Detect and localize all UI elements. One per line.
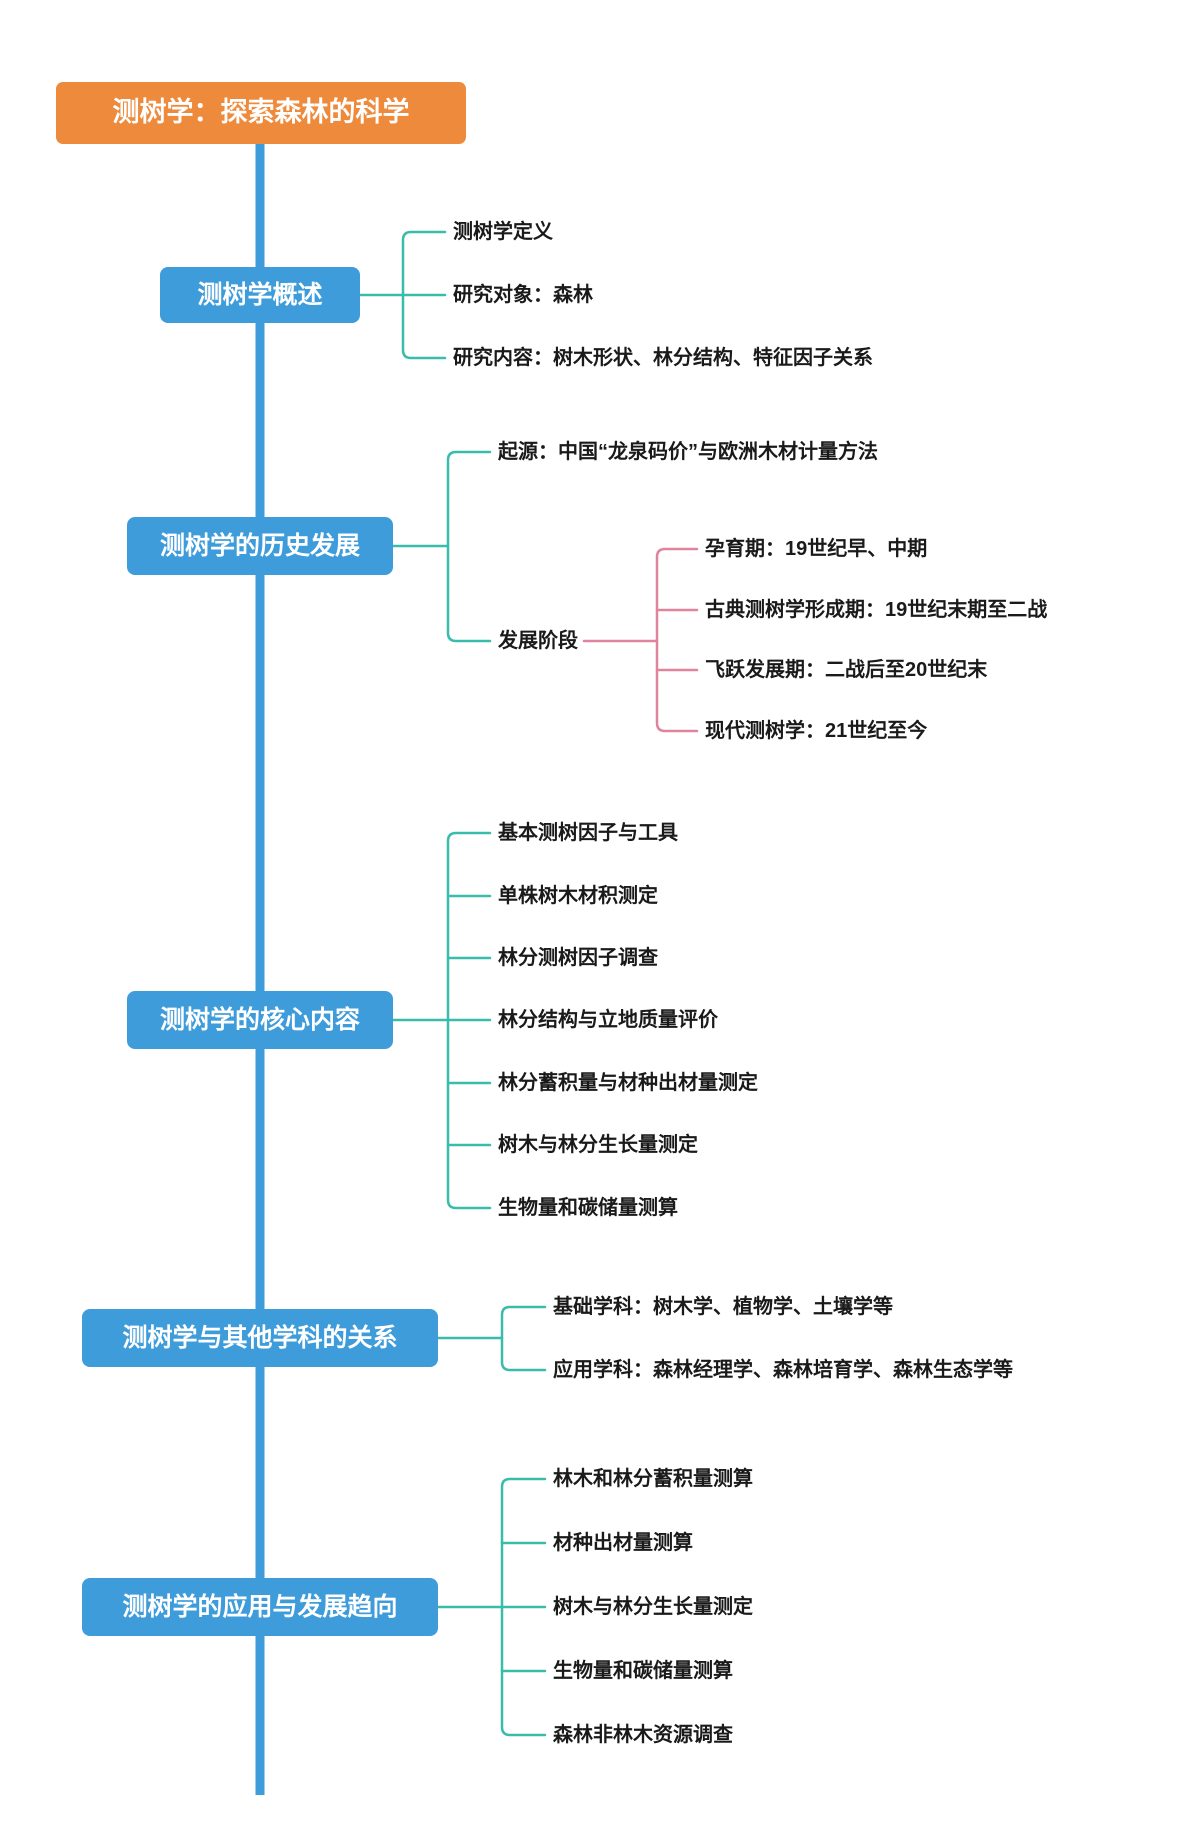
- topic-overview[interactable]: 测树学概述: [160, 267, 360, 323]
- subtopic[interactable]: 孕育期：19世纪早、中期: [705, 538, 928, 560]
- subtopic[interactable]: 林分蓄积量与材种出材量测定: [498, 1072, 758, 1094]
- subtopic[interactable]: 飞跃发展期：二战后至20世纪末: [705, 659, 988, 681]
- subtopic[interactable]: 单株树木材积测定: [498, 885, 658, 907]
- subtopic[interactable]: 生物量和碳储量测算: [553, 1660, 733, 1682]
- connector-history: [391, 450, 492, 643]
- subtopic[interactable]: 古典测树学形成期：19世纪末期至二战: [705, 599, 1048, 621]
- subtopic[interactable]: 林分测树因子调查: [498, 947, 658, 969]
- connector-overview: [358, 230, 447, 360]
- subtopic[interactable]: 树木与林分生长量测定: [498, 1134, 698, 1156]
- connector-relations: [436, 1305, 547, 1372]
- subtopic[interactable]: 现代测树学：21世纪至今: [705, 720, 928, 742]
- connector-application: [436, 1477, 547, 1737]
- subtopic[interactable]: 树木与林分生长量测定: [553, 1596, 753, 1618]
- subtopic[interactable]: 研究对象：森林: [453, 284, 593, 306]
- subtopic[interactable]: 研究内容：树木形状、林分结构、特征因子关系: [453, 347, 873, 369]
- topic-relations[interactable]: 测树学与其他学科的关系: [82, 1309, 438, 1367]
- subtopic[interactable]: 森林非林木资源调查: [553, 1724, 733, 1746]
- subtopic[interactable]: 起源：中国“龙泉码价”与欧洲木材计量方法: [498, 441, 878, 463]
- connector-core: [391, 831, 492, 1210]
- subtopic[interactable]: 应用学科：森林经理学、森林培育学、森林生态学等: [553, 1359, 1013, 1381]
- topic-history[interactable]: 测树学的历史发展: [127, 517, 393, 575]
- subtopic-stages[interactable]: 发展阶段: [498, 630, 578, 652]
- subtopic[interactable]: 测树学定义: [453, 221, 553, 243]
- subtopic[interactable]: 材种出材量测算: [553, 1532, 693, 1554]
- subtopic[interactable]: 林木和林分蓄积量测算: [553, 1468, 753, 1490]
- subtopic[interactable]: 基础学科：树木学、植物学、土壤学等: [553, 1296, 893, 1318]
- root-topic[interactable]: 测树学：探索森林的科学: [56, 82, 466, 144]
- subtopic[interactable]: 林分结构与立地质量评价: [498, 1009, 718, 1031]
- subtopic[interactable]: 生物量和碳储量测算: [498, 1197, 678, 1219]
- connector-stages: [582, 547, 699, 733]
- topic-application[interactable]: 测树学的应用与发展趋向: [82, 1578, 438, 1636]
- subtopic[interactable]: 基本测树因子与工具: [498, 822, 678, 844]
- topic-core[interactable]: 测树学的核心内容: [127, 991, 393, 1049]
